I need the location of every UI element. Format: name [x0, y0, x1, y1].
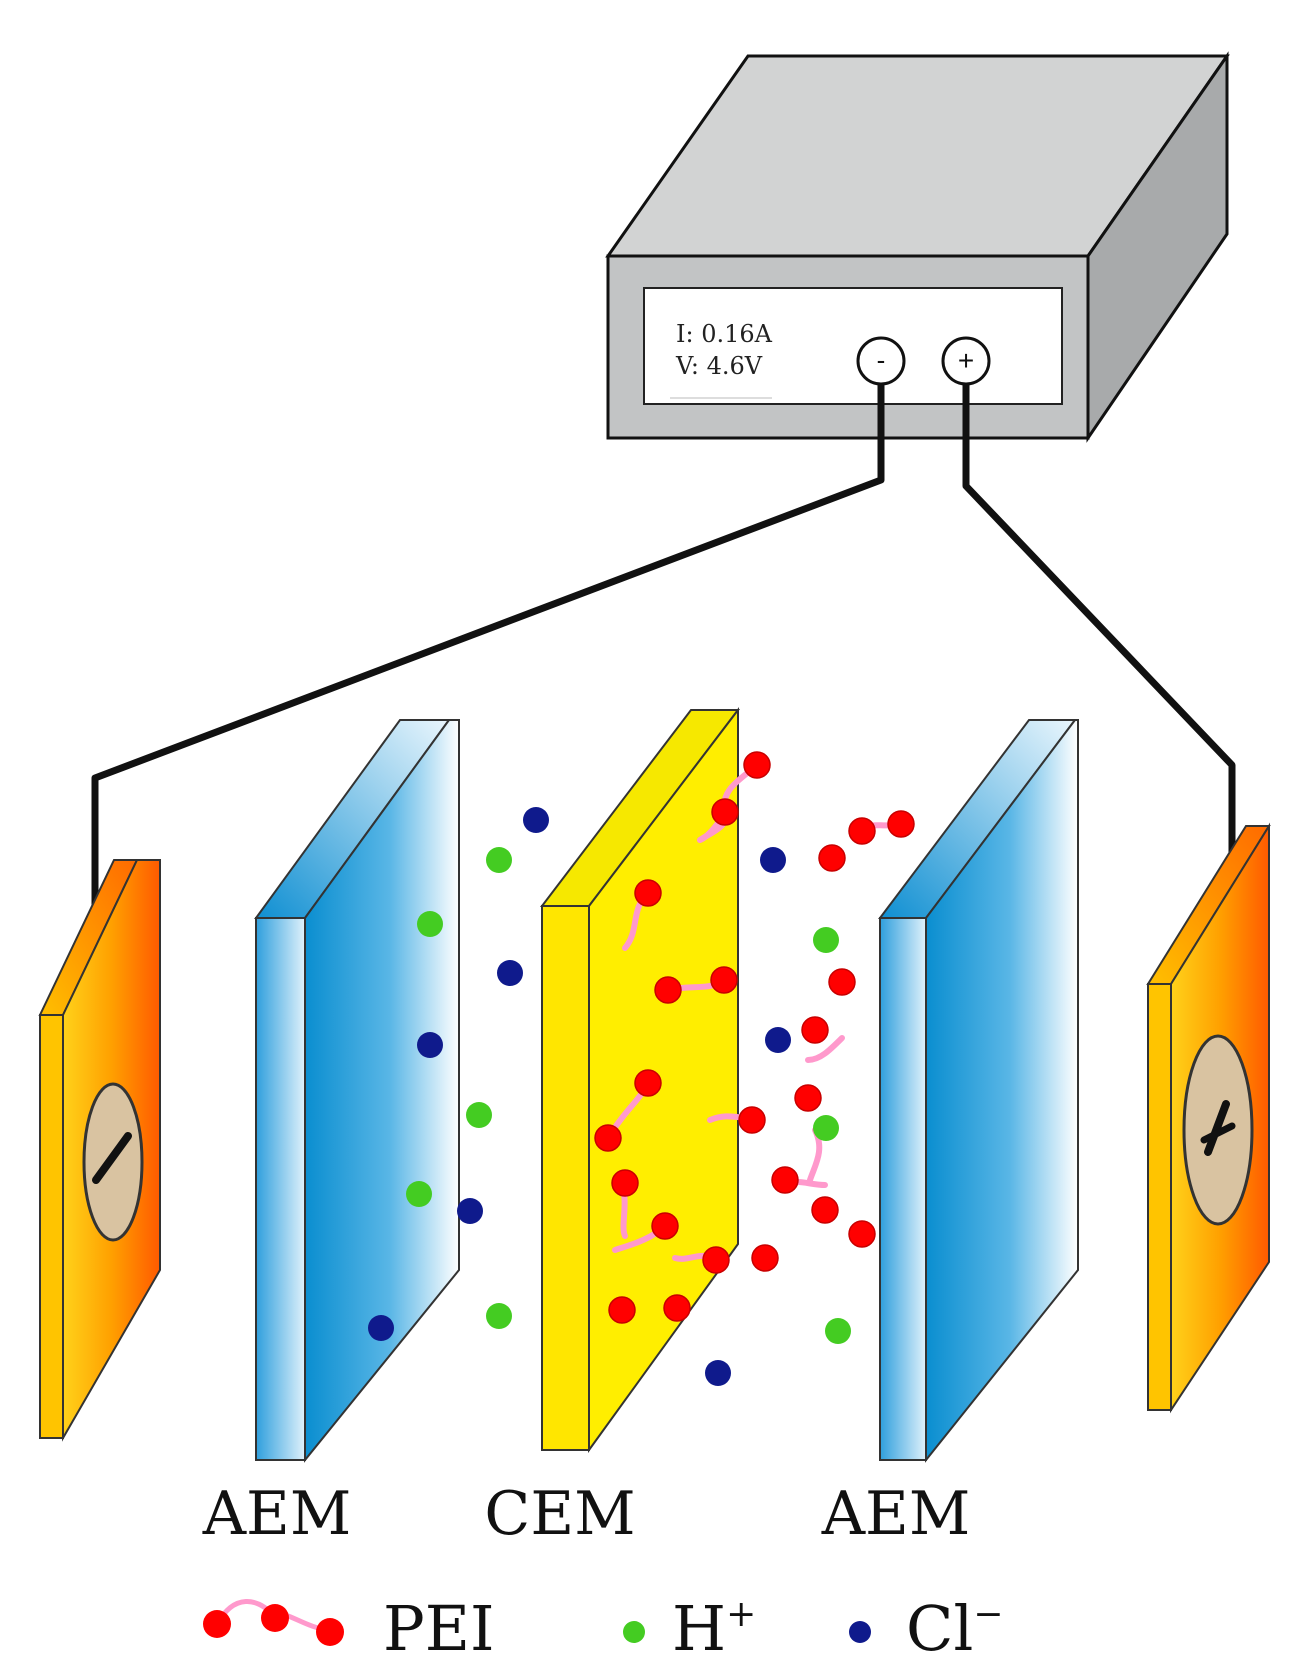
pei-bead	[611, 1169, 639, 1197]
pei-bead	[887, 810, 915, 838]
proton-legend-label: H+	[672, 1592, 756, 1665]
minus-slash-icon	[92, 1132, 132, 1184]
pei-bead	[710, 966, 738, 994]
cathode-plate	[38, 859, 161, 1442]
pei-bead	[634, 879, 662, 907]
cem-label: CEM	[484, 1479, 635, 1549]
power-supply: I: 0.16A V: 4.6V - +	[605, 51, 1230, 443]
pei-bead	[663, 1294, 691, 1322]
proton-dot	[813, 927, 839, 953]
pei-bead	[711, 798, 739, 826]
pei-bead	[848, 817, 876, 845]
proton-dot	[486, 1303, 512, 1329]
proton-dot	[406, 1181, 432, 1207]
anode-symbol	[1182, 1034, 1254, 1226]
display-panel	[643, 287, 1063, 405]
right-aem-membrane	[877, 719, 1079, 1463]
chloride-dot	[765, 1027, 791, 1053]
pei-bead	[738, 1106, 766, 1134]
proton-dot	[466, 1102, 492, 1128]
pei-bead	[702, 1246, 730, 1274]
cathode-symbol	[82, 1082, 144, 1242]
chloride-dot	[457, 1198, 483, 1224]
cem-membrane	[539, 707, 741, 1454]
negative-terminal[interactable]: -	[856, 336, 906, 386]
pei-bead	[818, 844, 846, 872]
pei-bead	[594, 1124, 622, 1152]
left-aem-membrane	[254, 719, 460, 1463]
pei-legend-label: PEI	[383, 1592, 494, 1665]
legend: PEI H+ Cl−	[203, 1592, 1003, 1665]
left-aem-label: AEM	[202, 1479, 352, 1549]
current-readout: I: 0.16A	[676, 320, 773, 348]
chloride-dot	[760, 847, 786, 873]
chloride-ions	[368, 807, 791, 1386]
pei-bead	[751, 1244, 779, 1272]
anode-plate	[1146, 822, 1271, 1414]
chloride-dot	[417, 1032, 443, 1058]
pei-bead	[828, 968, 856, 996]
pei-bead	[634, 1069, 662, 1097]
pei-bead	[801, 1016, 829, 1044]
pei-molecules	[594, 751, 915, 1324]
voltage-readout: V: 4.6V	[675, 352, 763, 380]
proton-ions	[406, 847, 851, 1344]
chloride-legend-label: Cl−	[906, 1592, 1003, 1665]
positive-wire	[962, 385, 1236, 902]
crossed-slash-icon	[1200, 1100, 1236, 1156]
positive-terminal[interactable]: +	[941, 336, 991, 386]
negative-terminal-label: -	[877, 345, 886, 375]
pei-bead	[771, 1166, 799, 1194]
proton-dot	[813, 1115, 839, 1141]
positive-terminal-label: +	[958, 345, 974, 376]
chloride-charge: −	[973, 1594, 1003, 1635]
pei-bead	[848, 1220, 876, 1248]
proton-dot	[825, 1318, 851, 1344]
proton-dot	[417, 911, 443, 937]
chloride-dot	[523, 807, 549, 833]
negative-wire	[91, 385, 885, 916]
right-aem-label: AEM	[821, 1479, 971, 1549]
proton-charge: +	[726, 1594, 756, 1635]
chloride-dot	[497, 960, 523, 986]
pei-bead	[654, 976, 682, 1004]
pei-legend-icon	[203, 1599, 344, 1646]
chloride-legend-icon	[849, 1621, 871, 1643]
pei-bead	[743, 751, 771, 779]
pei-bead	[794, 1084, 822, 1112]
chloride-dot	[368, 1315, 394, 1341]
proton-dot	[486, 847, 512, 873]
proton-legend-icon	[623, 1621, 645, 1643]
pei-bead	[651, 1212, 679, 1240]
chloride-dot	[705, 1360, 731, 1386]
pei-bead	[811, 1196, 839, 1224]
pei-bead	[608, 1296, 636, 1324]
